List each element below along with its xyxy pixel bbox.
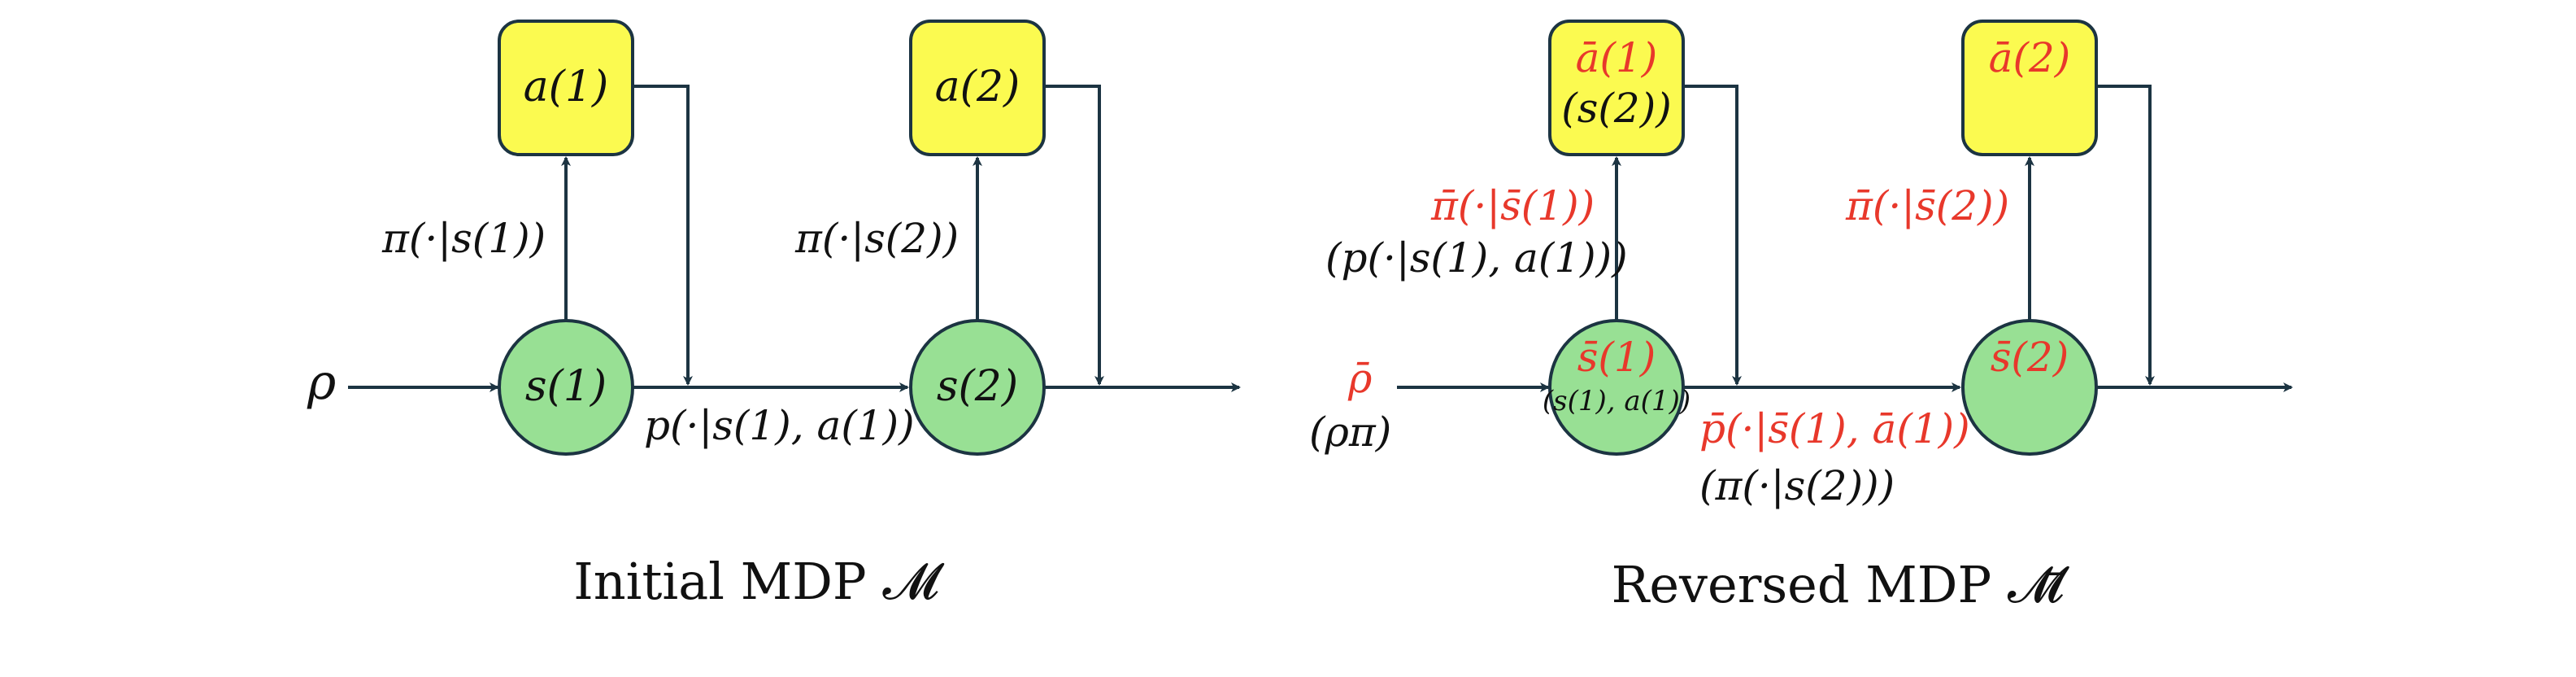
action-label-a1: a(1) [524,63,609,111]
state-sub-s-bar-1: (s(1), a(1)) [1543,385,1690,417]
rho-label: ρ [307,354,336,411]
action-label-a-bar-2: ā(2) [1989,34,2071,81]
transition-arrow-a2 [1044,85,1104,386]
policy-label-1: π(·|s(1)) [381,215,546,262]
reversed-policy-sub-1: (p(·|s(1), a(1))) [1325,234,1628,282]
action-label-a-bar-1: ā(1) [1576,34,1658,81]
action-label-a2: a(2) [935,63,1020,111]
reversed-transition-sub: (π(·|s(2))) [1699,462,1895,509]
reversed-policy-label-2: π̄(·|s̄(2)) [1845,182,2009,229]
action-sub-a-bar-1: (s(2)) [1561,85,1672,132]
reversed-mdp: ρ̄ (ρπ) ā(1) (s(2)) ā(2) s̄(1) (s(1), a(… [1309,20,2293,614]
initial-mdp: ρ a(1) a(2) s(1) s(2) π(·|s(1)) π(·|s(2)… [307,20,1241,611]
reversed-policy-label-1: π̄(·|s̄(1)) [1430,182,1595,229]
transition-arrow-a1 [633,85,693,386]
caption-initial-mdp: Initial MDP 𝓜 [573,552,944,611]
state-label-s-bar-2: s̄(2) [1991,334,2069,381]
state-label-s2: s(2) [937,362,1018,411]
state-label-s-bar-1: s̄(1) [1577,334,1656,381]
transition-label: p(·|s(1), a(1)) [644,402,915,449]
reversed-transition-arrow-a1 [1683,85,1742,386]
reversed-transition-arrow-a2 [2096,85,2155,386]
state-label-s1: s(1) [525,362,607,411]
policy-label-2: π(·|s(2)) [794,215,959,262]
rho-pi-label: (ρπ) [1309,408,1391,456]
reversed-transition-label: p̄(·|s̄(1), ā(1)) [1699,405,1970,452]
rho-bar-label: ρ̄ [1347,355,1373,402]
caption-reversed-mdp: Reversed MDP 𝓜̄ [1612,555,2069,614]
